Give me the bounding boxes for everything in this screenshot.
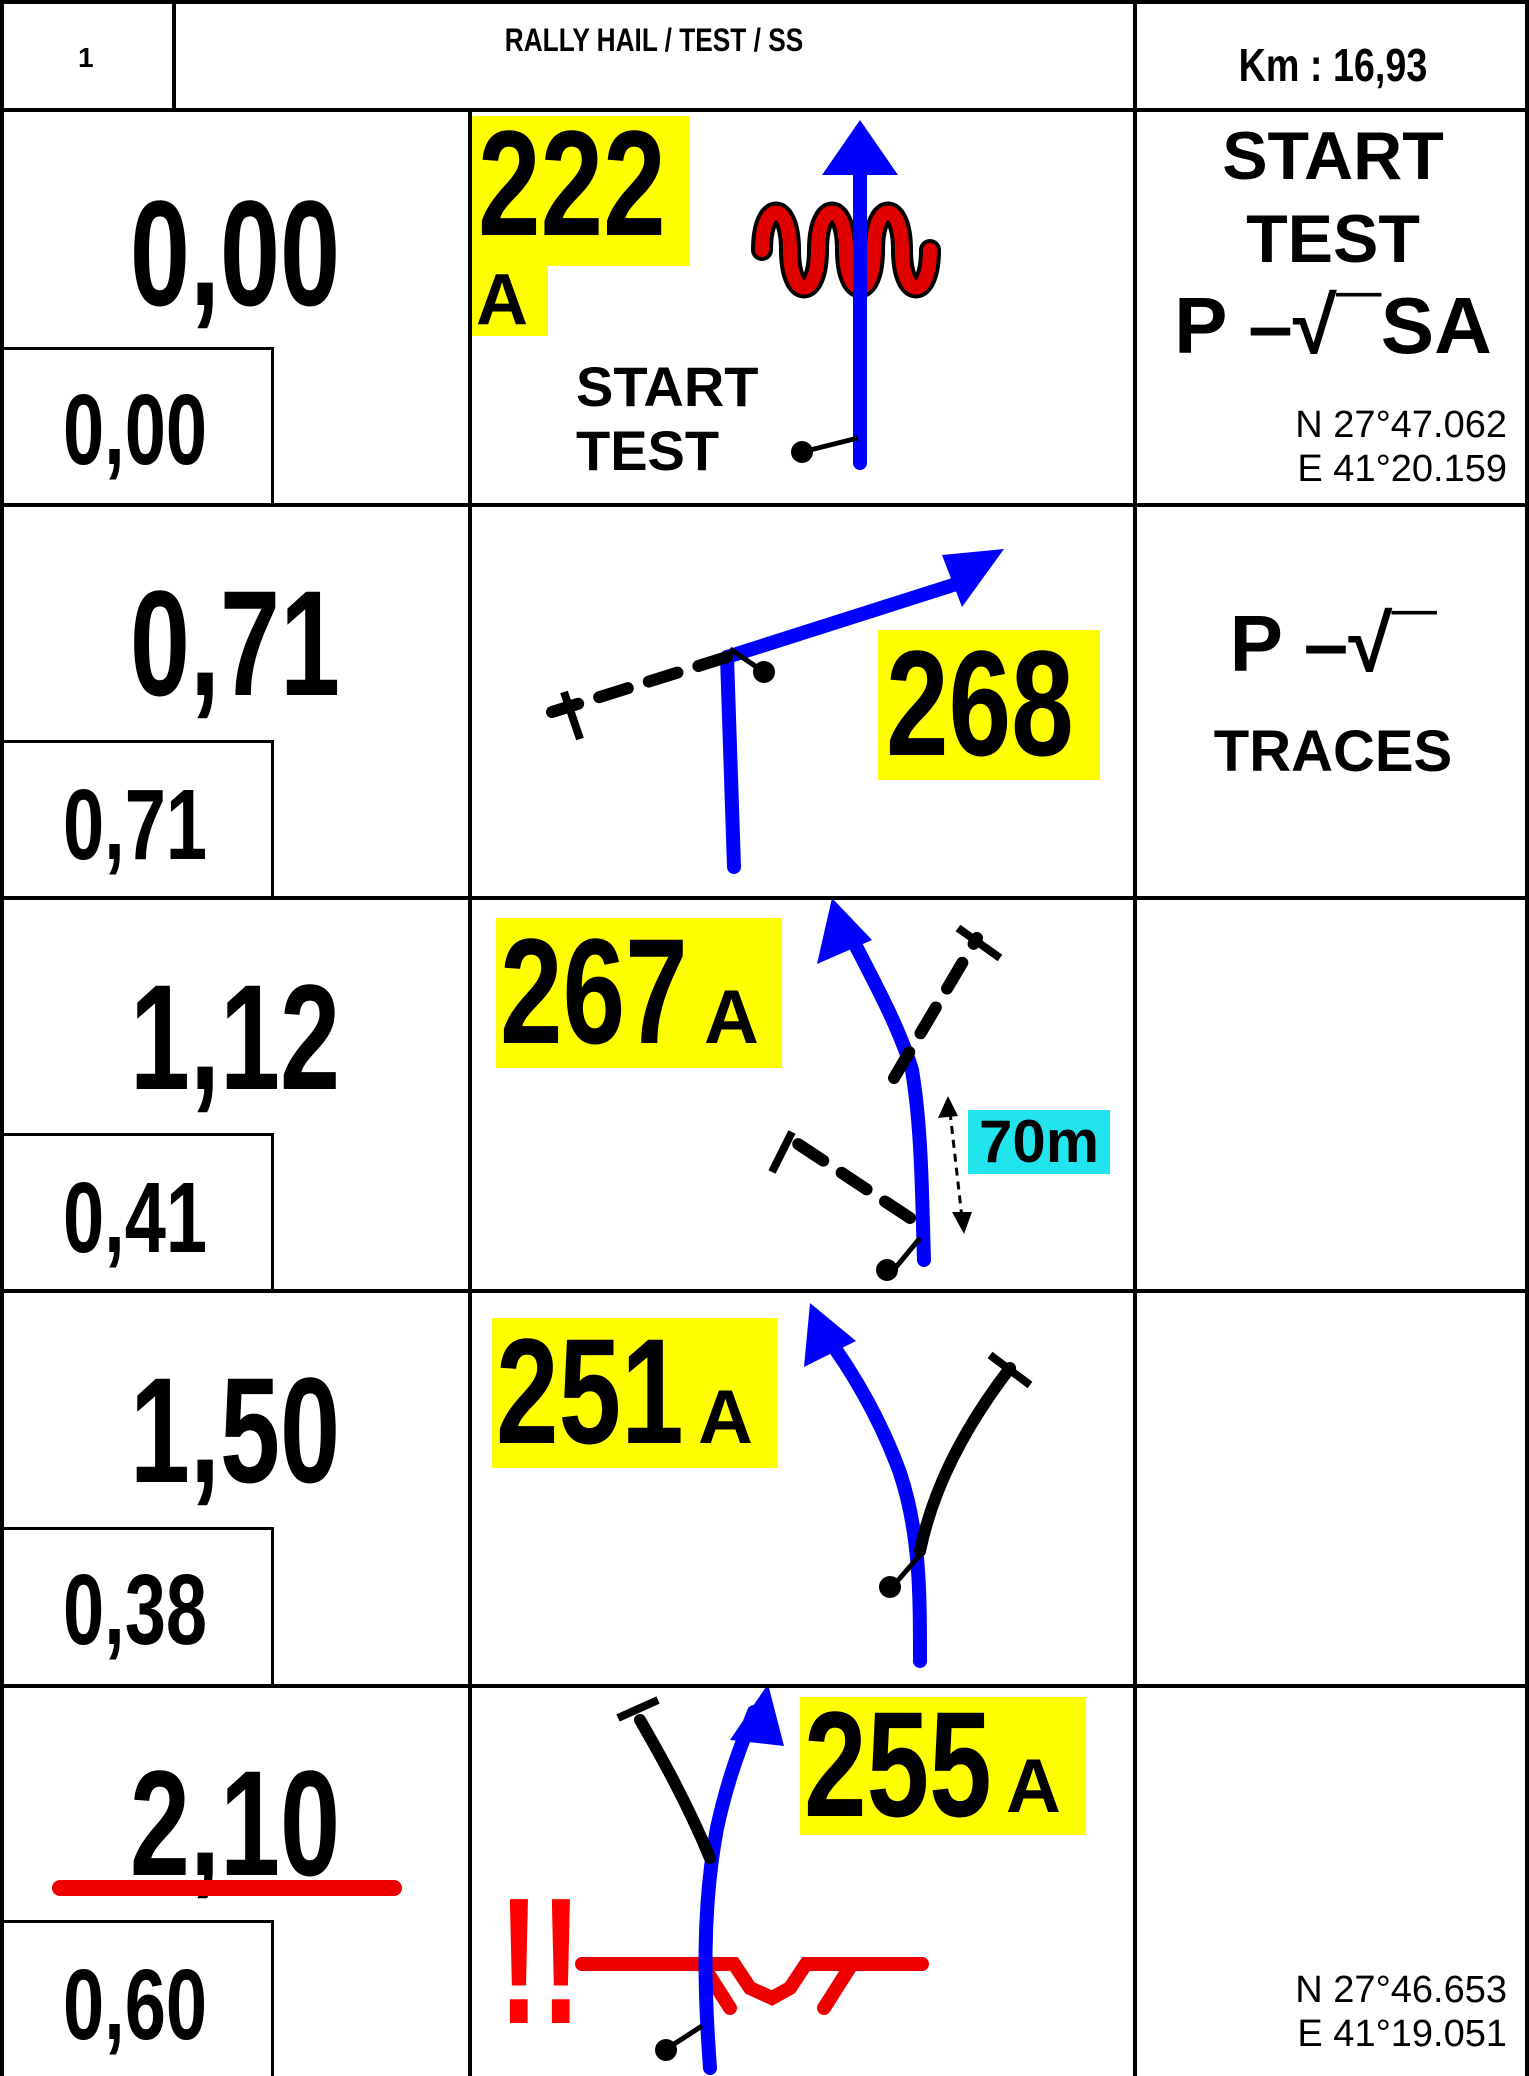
total-distance: 1,12 <box>129 953 341 1121</box>
danger-marker: !! <box>498 1861 582 2062</box>
cap-heading: 255 A <box>800 1689 1086 1839</box>
note-symbol: P –√¯SA <box>1174 281 1492 370</box>
cap-heading: 251 A <box>492 1316 778 1468</box>
gps-east: E 41°19.051 <box>1297 2013 1507 2055</box>
gps-north: N 27°47.062 <box>1295 404 1507 446</box>
note-test: TEST <box>1246 201 1420 277</box>
total-distance: 0,00 <box>129 169 341 337</box>
partial-distance: 0,38 <box>62 1554 208 1666</box>
distance-marker: 70m <box>968 1110 1110 1174</box>
tulip-label: START <box>576 355 759 418</box>
total-distance: 2,10 <box>129 1739 341 1907</box>
tulip-fork-diagram <box>804 1303 1033 1668</box>
gps-north: N 27°46.653 <box>1295 1969 1507 2011</box>
partial-box <box>0 740 274 898</box>
partial-distance: 0,71 <box>62 769 208 881</box>
cap-heading: 267 A <box>496 916 782 1068</box>
gps-east: E 41°20.159 <box>1297 448 1507 490</box>
roadbook-title: RALLY HAIL / TEST / SS <box>504 22 804 58</box>
tulip-label: TEST <box>576 419 720 482</box>
total-distance: 0,71 <box>129 559 341 727</box>
page-number: 1 <box>78 42 94 73</box>
tulip-start-diagram <box>751 120 941 470</box>
tulip-left-fork-diagram <box>768 900 1003 1281</box>
partial-distance: 0,41 <box>62 1162 208 1274</box>
cap-heading: 222 <box>472 108 690 266</box>
total-km: Km : 16,93 <box>1238 39 1428 91</box>
total-distance: 1,50 <box>129 1346 341 1514</box>
caution-underline <box>52 1880 402 1896</box>
tulip-right-turn-diagram <box>546 549 1004 874</box>
note-symbol: P –√¯ <box>1229 599 1437 688</box>
partial-box <box>0 1133 274 1291</box>
tulip-bump-diagram <box>575 1688 929 2075</box>
partial-box <box>0 1920 274 2076</box>
partial-box <box>0 347 274 505</box>
partial-distance: 0,00 <box>62 374 208 486</box>
note-start: START <box>1222 118 1444 194</box>
cap-suffix: A <box>472 262 548 336</box>
note-traces: TRACES <box>1213 719 1453 784</box>
partial-box <box>0 1527 274 1686</box>
partial-distance: 0,60 <box>62 1949 208 2061</box>
cap-heading: 268 <box>878 628 1100 780</box>
